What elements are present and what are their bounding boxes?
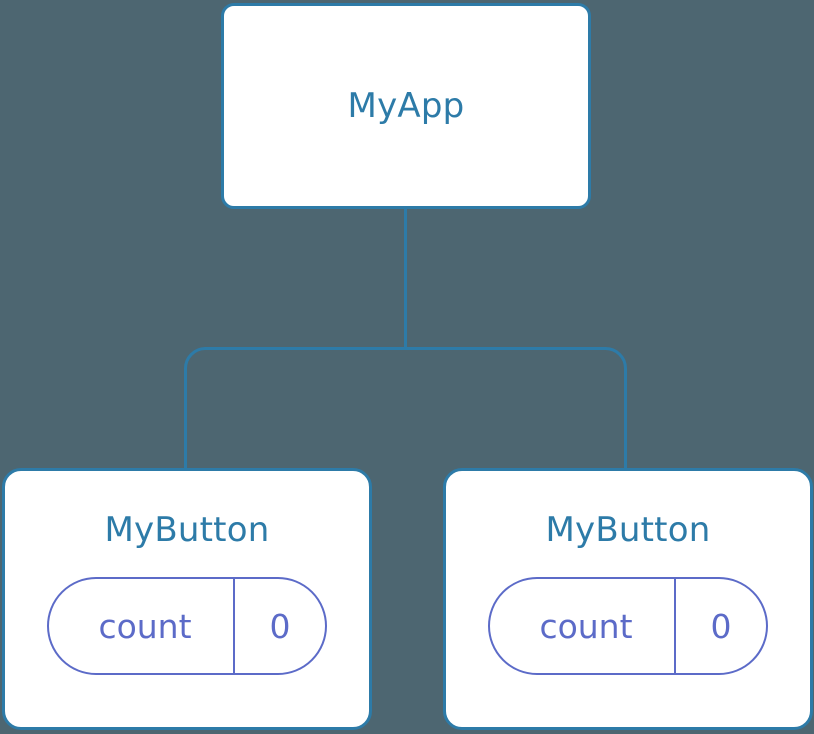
state-key: count	[539, 606, 633, 646]
node-title: MyButton	[104, 510, 270, 550]
node-mybutton-0[interactable]: MyButton count 0	[2, 468, 372, 730]
node-myapp[interactable]: MyApp	[221, 3, 591, 209]
edge-to-child-0	[184, 347, 406, 470]
node-title: MyButton	[545, 510, 711, 550]
state-pill[interactable]: count 0	[47, 577, 327, 675]
state-value: 0	[233, 579, 325, 673]
node-title: MyApp	[347, 86, 465, 126]
edge-to-child-1	[405, 346, 627, 470]
state-key: count	[98, 606, 192, 646]
node-mybutton-1[interactable]: MyButton count 0	[443, 468, 813, 730]
state-pill[interactable]: count 0	[488, 577, 768, 675]
state-value: 0	[674, 579, 766, 673]
